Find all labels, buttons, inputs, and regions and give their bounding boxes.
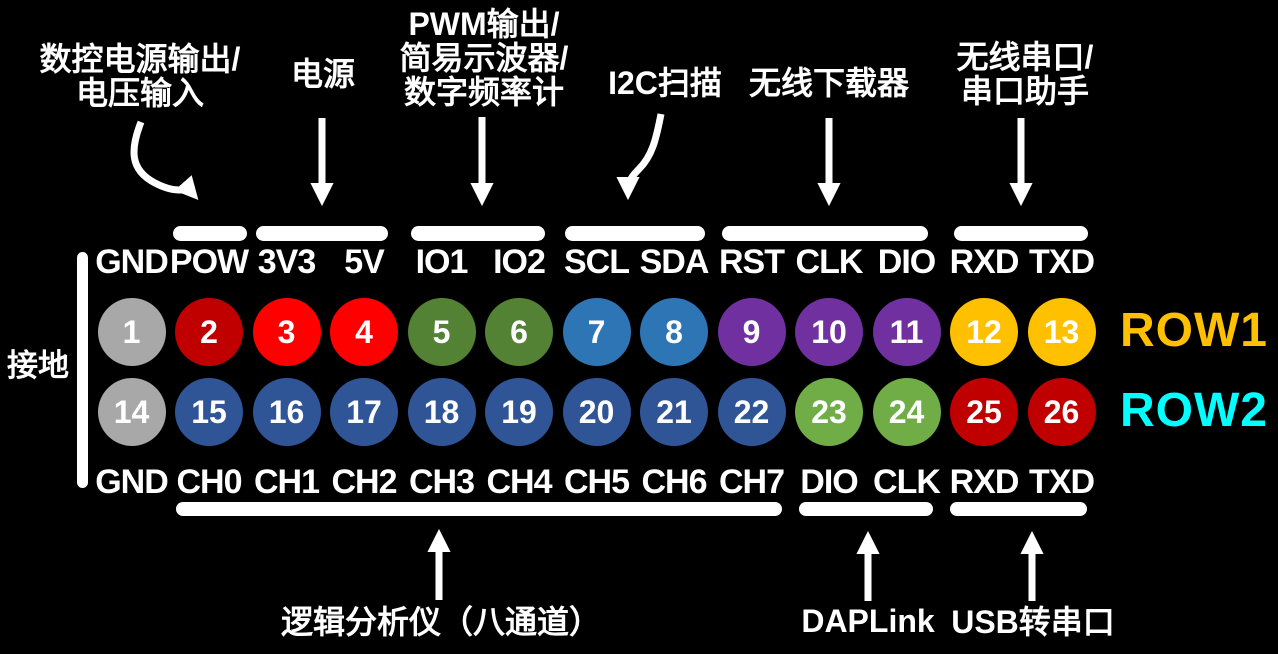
row2-label-ch5: CH5 xyxy=(563,463,630,501)
row2-pin-19: 19 xyxy=(485,378,553,446)
annotation-wireless-downloader-line-0: 无线下载器 xyxy=(748,65,910,101)
row2-label-ch7: CH7 xyxy=(718,463,785,501)
row1-label-gnd: GND xyxy=(95,243,169,281)
row2-pin-17: 17 xyxy=(330,378,398,446)
row1-label-io1: IO1 xyxy=(415,243,469,281)
row2-tag: ROW2 xyxy=(1120,384,1268,437)
row1-pin-11: 11 xyxy=(872,298,941,366)
row1-label-5v: 5V xyxy=(344,243,385,281)
row2-pin-26: 26 xyxy=(1027,378,1096,446)
row2-pin-18: 18 xyxy=(407,378,476,446)
row1-pin-4: 4 xyxy=(330,298,398,366)
top-group-bar-5 xyxy=(954,226,1088,241)
row1-tag: ROW1 xyxy=(1120,304,1268,357)
bottom-group-bar-0 xyxy=(176,502,782,516)
row2-label-ch3: CH3 xyxy=(408,463,475,501)
row2-label-ch1: CH1 xyxy=(253,463,320,501)
row1-pin-7: 7 xyxy=(562,298,631,366)
annotation-logic-analyzer-line-0: 逻辑分析仪（八通道） xyxy=(280,604,602,640)
row2-label-rxd: RXD xyxy=(949,463,1020,501)
ground-bracket-bar xyxy=(77,252,88,488)
row2-label-ch6: CH6 xyxy=(641,463,707,501)
dc-power-arrow xyxy=(130,120,199,201)
row1-pin-2: 2 xyxy=(175,298,243,366)
annotation-daplink-line-0: DAPLink xyxy=(801,603,935,639)
annotation-wireless-serial: 无线串口/串口助手 xyxy=(957,40,1094,108)
row1-label-sda: SDA xyxy=(639,243,710,281)
row1-pin-3: 3 xyxy=(252,298,321,366)
top-group-bar-0 xyxy=(173,226,247,241)
bottom-group-bar-1 xyxy=(799,502,933,516)
row1-pin-8: 8 xyxy=(640,298,708,366)
annotation-pwm: PWM输出/简易示波器/数字频率计 xyxy=(400,7,569,109)
row1-pin-1: 1 xyxy=(97,298,166,366)
annotation-wireless-serial-line-1: 串口助手 xyxy=(960,73,1089,109)
row2-pin-20: 20 xyxy=(562,378,631,446)
row2-pin-24: 24 xyxy=(872,378,941,446)
row2-pin-16: 16 xyxy=(252,378,321,446)
annotation-wireless-serial-line-0: 无线串口/ xyxy=(956,39,1094,75)
annotation-pwm-line-2: 数字频率计 xyxy=(403,74,564,110)
annotation-power-line-0: 电源 xyxy=(290,56,356,92)
row1-label-rxd: RXD xyxy=(949,243,1020,281)
row2-label-ch0: CH0 xyxy=(176,463,242,501)
row2-pin-23: 23 xyxy=(795,378,863,446)
row1-pin-6: 6 xyxy=(485,298,553,366)
annotation-usb-serial: USB转串口 xyxy=(951,605,1115,639)
row2-label-ch4: CH4 xyxy=(486,463,552,501)
annotation-i2c: I2C扫描 xyxy=(608,66,722,100)
row2-label-dio: DIO xyxy=(800,463,858,501)
row1-label-dio: DIO xyxy=(877,243,936,281)
ground-label: 接地 xyxy=(7,348,69,383)
annotation-power: 电源 xyxy=(291,57,355,91)
top-group-bar-2 xyxy=(411,226,545,241)
row2-pin-14: 14 xyxy=(97,378,166,446)
row2-pin-25: 25 xyxy=(950,378,1018,446)
row1-pin-13: 13 xyxy=(1027,298,1096,366)
row2-pin-21: 21 xyxy=(640,378,708,446)
row1-label-scl: SCL xyxy=(564,243,630,281)
row1-label-rst: RST xyxy=(719,243,785,281)
row1-pin-12: 12 xyxy=(950,298,1018,366)
annotation-dc-power-line-1: 电压输入 xyxy=(75,75,204,111)
annotation-daplink: DAPLink xyxy=(801,604,934,638)
i2c-arrow xyxy=(616,113,665,201)
top-group-bar-3 xyxy=(565,226,705,241)
row1-label-io2: IO2 xyxy=(493,243,546,281)
annotation-logic-analyzer: 逻辑分析仪（八通道） xyxy=(281,605,601,639)
row1-label-pow: POW xyxy=(169,243,249,281)
row2-pin-15: 15 xyxy=(175,378,243,446)
row1-pin-10: 10 xyxy=(795,298,863,366)
annotation-dc-power: 数控电源输出/电压输入 xyxy=(40,42,241,110)
row1-label-3v3: 3V3 xyxy=(257,243,316,281)
annotation-dc-power-line-0: 数控电源输出/ xyxy=(39,41,241,77)
annotation-i2c-line-0: I2C扫描 xyxy=(608,65,722,101)
annotation-pwm-line-0: PWM输出/ xyxy=(408,6,560,42)
annotation-usb-serial-line-0: USB转串口 xyxy=(951,604,1115,640)
row1-label-txd: TXD xyxy=(1029,243,1095,281)
top-group-bar-4 xyxy=(722,226,928,241)
annotation-pwm-line-1: 简易示波器/ xyxy=(399,40,569,76)
row1-pin-9: 9 xyxy=(717,298,786,366)
row2-label-ch2: CH2 xyxy=(331,463,397,501)
row2-label-gnd: GND xyxy=(95,463,169,501)
row2-pin-22: 22 xyxy=(717,378,786,446)
row1-label-clk: CLK xyxy=(795,243,864,281)
row2-label-clk: CLK xyxy=(873,463,941,501)
annotation-wireless-downloader: 无线下载器 xyxy=(749,66,909,100)
top-group-bar-1 xyxy=(256,226,388,241)
bottom-group-bar-2 xyxy=(950,502,1087,516)
row2-label-txd: TXD xyxy=(1029,463,1095,501)
row1-pin-5: 5 xyxy=(407,298,476,366)
